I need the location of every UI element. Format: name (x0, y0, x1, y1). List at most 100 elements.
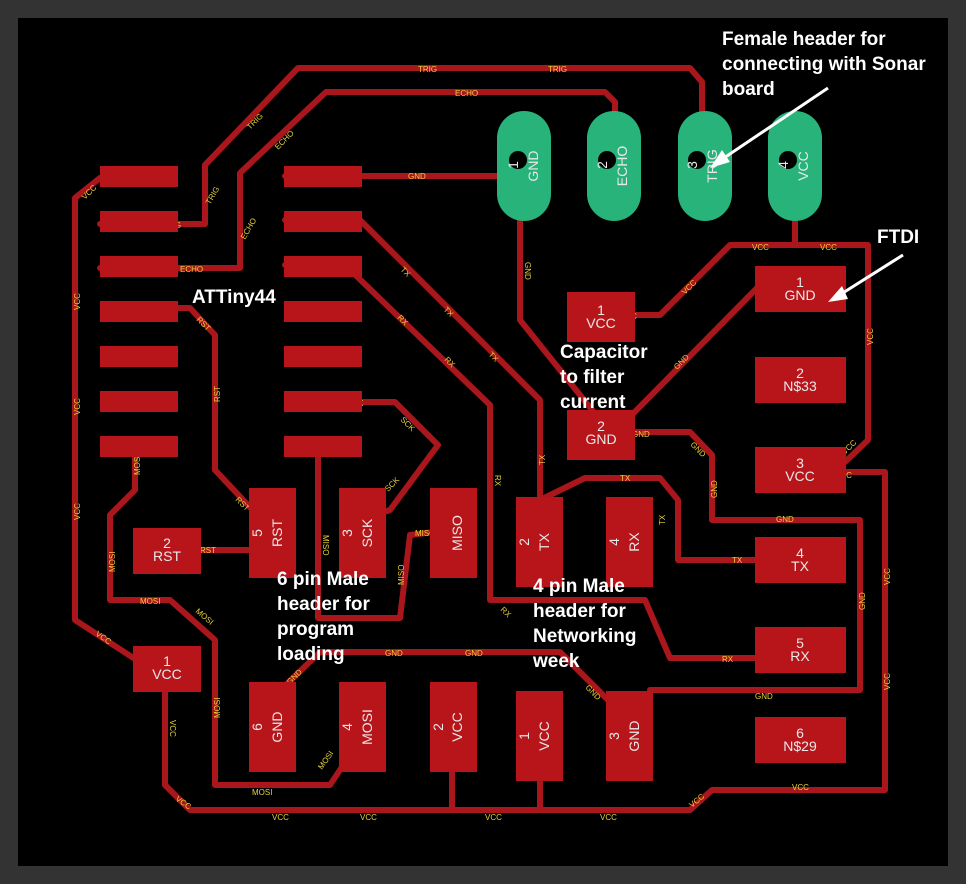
trace-label-echo: ECHO (455, 89, 478, 98)
trace-label-gnd: GND (523, 262, 532, 280)
trace-label-mosi: MOSI (108, 552, 117, 572)
trace-label-trig: TRIG (418, 65, 437, 74)
trace-label-vcc: VCC (792, 783, 809, 792)
trace-label-miso: MISO (397, 565, 406, 585)
chip-pad (100, 166, 178, 187)
attiny-annotation: ATTiny44 (192, 287, 276, 308)
isp-pad: 2 VCC (430, 682, 477, 772)
svg-text:2: 2 (597, 418, 605, 434)
ftdi-annotation: FTDI (877, 227, 919, 248)
chip-pad (284, 166, 362, 187)
isp-pad: 6 GND (249, 682, 296, 772)
isp-pad: 4 MOSI (339, 682, 386, 772)
svg-text:3: 3 (796, 455, 804, 471)
trace-label-vcc: VCC (168, 720, 177, 737)
svg-text:1: 1 (163, 653, 171, 669)
chip-pad (100, 211, 178, 232)
sonar-pin: 2 ECHO (587, 111, 641, 221)
svg-text:6: 6 (796, 725, 804, 741)
trace-label-miso: MISO (321, 535, 330, 555)
trace-label-rx: RX (493, 475, 502, 487)
trace-label-vcc: VCC (73, 398, 82, 415)
network-pad: 1 VCC (516, 691, 563, 781)
isp-pad: 5 RST (249, 488, 296, 578)
sonar-header: 1 GND 2 ECHO 3 TRIG 4 VCC (497, 111, 822, 221)
svg-text:1: 1 (796, 274, 804, 290)
svg-text:RST: RST (153, 548, 181, 564)
ftdi-pad: 1 GND (755, 266, 846, 312)
trace-label-mosi: MOSI (140, 597, 160, 606)
resistor: 2 RST 1 VCC (133, 528, 201, 692)
svg-text:3: 3 (339, 529, 355, 537)
trace-label-vcc: VCC (866, 328, 875, 345)
svg-text:ECHO: ECHO (614, 146, 630, 187)
network-pad: 4 RX (606, 497, 653, 587)
sonar-pin: 3 TRIG (678, 111, 732, 221)
six-pin-annotation: program (277, 619, 354, 640)
chip-pad (284, 346, 362, 367)
trace-label-miso: MISO (415, 529, 435, 538)
ftdi-pad: 6 N$29 (755, 717, 846, 763)
trace-label-tx: TX (658, 514, 667, 525)
svg-text:1: 1 (505, 161, 521, 169)
trace-label-vcc: VCC (485, 813, 502, 822)
svg-text:VCC: VCC (449, 712, 465, 742)
trace-label-rst: RST (200, 546, 216, 555)
svg-text:N$33: N$33 (783, 378, 817, 394)
six-pin-annotation: header for (277, 594, 371, 615)
trace-label-vcc: VCC (883, 568, 892, 585)
isp-pad: 3 SCK (339, 488, 386, 578)
trace-label-trig: TRIG (548, 65, 567, 74)
trace-label-vcc: VCC (73, 293, 82, 310)
svg-text:2: 2 (163, 535, 171, 551)
capacitor-annotation: to filter (560, 367, 625, 388)
trace-label-vcc: VCC (360, 813, 377, 822)
trace-label-vcc: VCC (820, 243, 837, 252)
chip-pad (100, 301, 178, 322)
trace-label-gnd: GND (408, 172, 426, 181)
ftdi-pad: 5 RX (755, 627, 846, 673)
trace-label-vcc: VCC (73, 503, 82, 520)
trace-label-mosi: MOSI (252, 788, 272, 797)
trace-label-gnd: GND (465, 649, 483, 658)
capacitor: 1 VCC 2 GND (567, 292, 635, 460)
trace-label-rst: RST (213, 386, 222, 402)
chip-pad (284, 256, 362, 277)
svg-text:GND: GND (784, 287, 815, 303)
svg-text:VCC: VCC (152, 666, 182, 682)
chip-pad (100, 346, 178, 367)
trace-label-vcc: VCC (752, 243, 769, 252)
resistor-pad: 1 VCC (133, 646, 201, 692)
svg-text:2: 2 (796, 365, 804, 381)
trace-label-rx: RX (722, 655, 734, 664)
svg-text:VCC: VCC (586, 315, 616, 331)
svg-text:VCC: VCC (795, 151, 811, 181)
trace-label-gnd: GND (755, 692, 773, 701)
svg-text:GND: GND (269, 711, 285, 742)
svg-text:VCC: VCC (785, 468, 815, 484)
svg-text:MOSI: MOSI (359, 709, 375, 745)
annotation-arrow (717, 86, 829, 164)
svg-text:6: 6 (249, 723, 265, 731)
trace-label-gnd: GND (710, 480, 719, 498)
network-pad: 2 TX (516, 497, 563, 587)
svg-text:GND: GND (626, 720, 642, 751)
svg-text:RX: RX (790, 648, 810, 664)
svg-text:2: 2 (430, 723, 446, 731)
svg-text:MISO: MISO (449, 515, 465, 551)
trace-label-vcc: VCC (272, 813, 289, 822)
sonar-pin: 1 GND (497, 111, 551, 221)
svg-text:GND: GND (585, 431, 616, 447)
sonar-pin: 4 VCC (768, 111, 822, 221)
svg-text:1: 1 (597, 302, 605, 318)
svg-text:1: 1 (516, 732, 532, 740)
trace-label-gnd: GND (858, 592, 867, 610)
four-pin-annotation: header for (533, 601, 627, 622)
svg-text:TX: TX (791, 558, 810, 574)
trace-label-gnd: GND (385, 649, 403, 658)
chip-pad (100, 436, 178, 457)
six-pin-annotation: loading (277, 644, 345, 665)
svg-text:4: 4 (775, 161, 791, 169)
trace-label-echo: ECHO (180, 265, 203, 274)
